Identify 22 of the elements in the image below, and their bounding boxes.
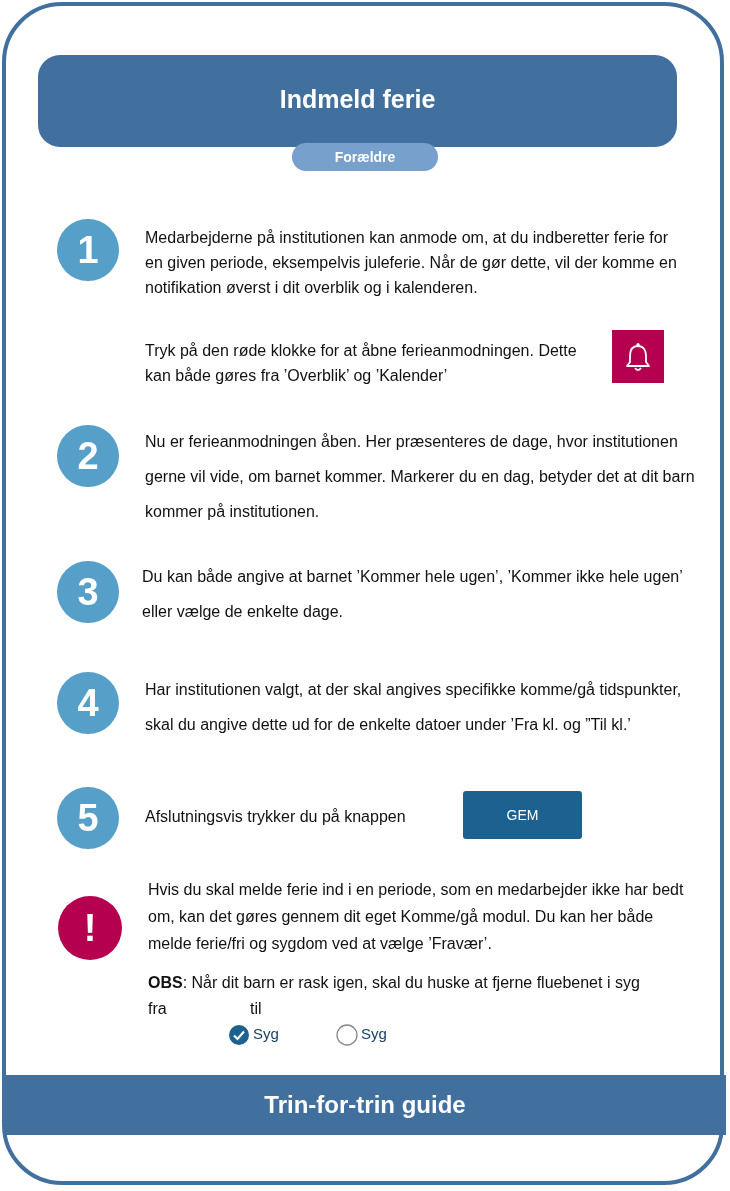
- step-text: Du kan både angive at barnet ’Kommer hele ugen’, ’Kommer ikke hele ugen’ eller vælge de enkelte dage.: [142, 567, 684, 622]
- note-text: Hvis du skal melde ferie ind i en periode, som en medarbejder ikke har bedt om, kan det gøres gennem dit eget Komme/gå modul. Du kan her både melde ferie/fri og sygdom ved at vælge ’Fravær’.: [148, 880, 685, 954]
- step-number: 3: [57, 561, 119, 623]
- note-text: til: [250, 999, 263, 1019]
- note-text: fra: [148, 999, 168, 1019]
- warning-badge: !: [58, 896, 122, 960]
- step-text: Har institutionen valgt, at der skal angives specifikke komme/gå tidspunkter, skal du angive dette ud for de enkelte datoer under ’Fra kl. og ”Til kl.’: [145, 680, 683, 735]
- footer-band: Trin-for-trin guide: [4, 1075, 726, 1135]
- step-text: Nu er ferieanmodningen åben. Her præsenteres de dage, hvor institutionen gerne vil vide, om barnet kommer. Markerer du en dag, betyder det at dit barn kommer på institutionen.: [145, 432, 695, 522]
- step-number: 4: [57, 672, 119, 734]
- note-text: OBS: Når dit barn er rask igen, skal du huske at fjerne fluebenet i syg: [148, 973, 641, 993]
- checkbox-label: Syg: [361, 1024, 388, 1044]
- step-number: 5: [57, 787, 119, 849]
- step-text: Medarbejderne på institutionen kan anmode om, at du indberetter ferie for en given periode, eksempelvis juleferie. Når de gør dette, vil der komme en notifikation øverst i dit overblik og i kalenderen.: [145, 228, 678, 298]
- checkbox-label: Syg: [253, 1024, 280, 1044]
- title-banner: Indmeld ferie: [38, 55, 677, 147]
- step-text: Tryk på den røde klokke for at åbne ferieanmodningen. Dette kan både gøres fra ’Overblik’ og ’Kalender’: [145, 341, 578, 386]
- audience-pill: Forældre: [292, 143, 438, 171]
- save-button: GEM: [463, 791, 582, 839]
- step-number: 1: [57, 219, 119, 281]
- step-text: Afslutningsvis trykker du på knappen: [145, 807, 407, 827]
- step-number: 2: [57, 425, 119, 487]
